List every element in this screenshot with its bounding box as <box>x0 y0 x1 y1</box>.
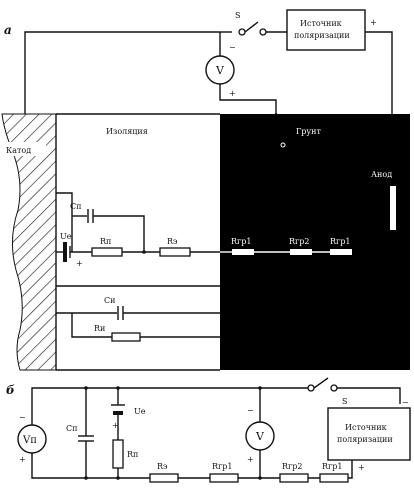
resistor-re-b <box>149 473 179 483</box>
rp-label: Rп <box>100 237 111 246</box>
soil-region <box>220 114 410 370</box>
voltmeter-b-plus: + <box>247 455 254 464</box>
ue-plus-b: + <box>112 421 119 430</box>
panel-a-label: а <box>4 23 12 37</box>
resistor-rgr1 <box>232 249 254 255</box>
vp-label: Vп <box>22 435 37 446</box>
source-b-plus: + <box>358 463 365 472</box>
rgr2-label: Rгр2 <box>289 237 309 246</box>
resistor-rgr1-b <box>209 473 239 483</box>
battery-ue <box>63 242 67 262</box>
source-line2: поляризации <box>294 31 350 40</box>
source-plus: + <box>370 18 377 27</box>
rgr1b-label-b: Rгр1 <box>322 462 342 471</box>
anode-label: Анод <box>371 170 392 179</box>
source-line1: Источник <box>300 19 342 28</box>
voltmeter-vp[interactable] <box>17 424 47 454</box>
ue-label: Ue <box>60 232 72 241</box>
cathode: Катод <box>1 113 57 371</box>
re-label: Rэ <box>167 237 178 246</box>
ri-label: Rи <box>94 324 105 333</box>
soil-label: Грунт <box>296 127 321 136</box>
voltmeter-b-label: V <box>255 430 265 443</box>
vp-plus: + <box>19 455 26 464</box>
panel-b: б Vп − + Cп Ue + Rп Rэ Rгр1 Rг <box>6 377 411 483</box>
switch-contact-right <box>259 28 267 36</box>
switch-label: S <box>235 11 240 20</box>
ci-label: Cи <box>104 296 115 305</box>
measurement-circuit: S Источник поляризации + V − + <box>24 9 393 188</box>
resistor-re <box>159 247 191 257</box>
polarization-source-b <box>327 407 411 461</box>
ue-label-b: Ue <box>134 407 146 416</box>
switch-b-label: S <box>342 397 347 406</box>
switch-b-contact-left <box>307 384 315 392</box>
resistor-ri <box>111 332 141 342</box>
panel-a: а S Источник поляризации + V − + <box>1 9 410 371</box>
switch-s-b[interactable] <box>313 377 329 389</box>
anode <box>390 186 396 230</box>
cp-label: Cп <box>70 202 81 211</box>
resistor-rgr1b-b <box>319 473 349 483</box>
ue-plus: + <box>76 259 83 268</box>
voltmeter-b-minus: − <box>247 406 254 415</box>
rgr1-label-b: Rгр1 <box>212 462 232 471</box>
resistor-rgr1b <box>330 249 352 255</box>
rgr1-label: Rгр1 <box>231 237 251 246</box>
vp-minus: − <box>19 413 26 422</box>
rgr1b-label: Rгр1 <box>330 237 350 246</box>
source-b-minus: − <box>402 398 409 407</box>
soil-point <box>280 142 286 148</box>
resistor-rgr2 <box>290 249 312 255</box>
switch-s[interactable] <box>244 21 259 33</box>
switch-contact-left <box>238 28 246 36</box>
insulation-label: Изоляция <box>106 127 148 136</box>
rp-label-b: Rп <box>127 450 138 459</box>
source-b-line2: поляризации <box>337 435 393 444</box>
switch-b-contact-right <box>330 384 338 392</box>
voltmeter-label: V <box>215 64 225 77</box>
pore-branch: Cп Ue + Rп Rэ Rгр1 Rгр2 Rгр1 <box>56 192 352 268</box>
resistor-rgr2-b <box>279 473 309 483</box>
rgr2-label-b: Rгр2 <box>282 462 302 471</box>
cp-label-b: Cп <box>66 424 77 433</box>
resistor-rp <box>91 247 123 257</box>
source-b-line1: Источник <box>345 423 387 432</box>
battery-ue-b <box>113 411 123 415</box>
insulation-branch: Cи Rи <box>56 285 220 342</box>
re-label-b: Rэ <box>157 462 168 471</box>
panel-b-label: б <box>6 383 15 397</box>
voltmeter-plus: + <box>229 89 236 98</box>
resistor-rp-b <box>112 439 124 469</box>
cathode-label: Катод <box>6 146 31 155</box>
voltmeter-minus: − <box>229 43 236 52</box>
polarization-source <box>286 9 366 51</box>
